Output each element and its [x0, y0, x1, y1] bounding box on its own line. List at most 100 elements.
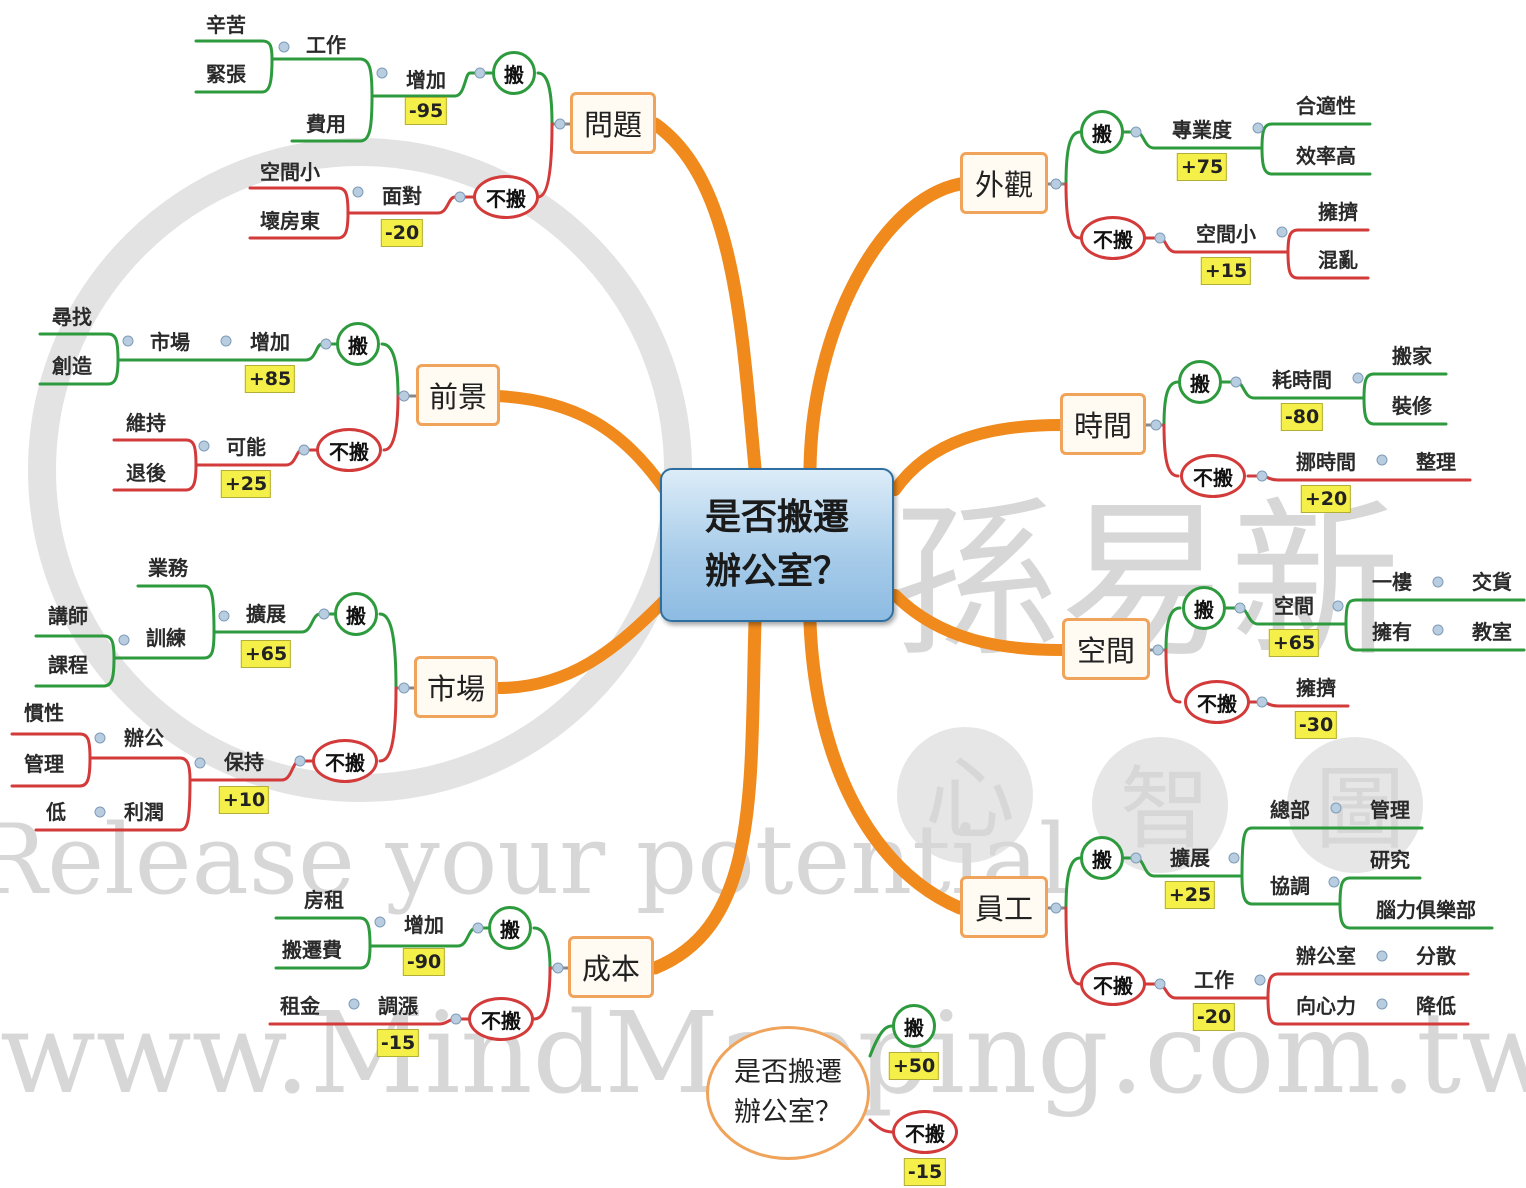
market-stay-score: +10	[218, 786, 270, 814]
connector-dot	[552, 962, 564, 974]
topic-prospect[interactable]: 前景	[416, 364, 500, 426]
market-stay-node[interactable]: 不搬	[312, 739, 378, 783]
topic-appearance[interactable]: 外觀	[960, 152, 1048, 214]
problem-leaf-3: 費用	[306, 112, 346, 136]
problem-stay-score: -20	[380, 219, 424, 247]
appearance-stay-score: +15	[1200, 257, 1252, 285]
topic-time[interactable]: 時間	[1060, 393, 1146, 455]
prospect-stay-leaf-2: 退後	[126, 461, 166, 485]
connector-dot	[398, 682, 410, 694]
topic-space[interactable]: 空間	[1062, 618, 1150, 680]
appearance-stay-node[interactable]: 不搬	[1080, 216, 1146, 260]
problem-stay-leaf-2: 壞房東	[260, 209, 320, 233]
time-leaf-1: 搬家	[1392, 344, 1432, 368]
connector-dot	[472, 922, 484, 934]
space-stay-node[interactable]: 不搬	[1184, 680, 1250, 724]
problem-stay-leaf-1: 空間小	[260, 160, 320, 184]
connector-dot	[298, 444, 310, 456]
prospect-leaf-2: 創造	[52, 354, 92, 378]
connector-dot	[348, 998, 360, 1010]
summary-lines	[868, 1024, 894, 1134]
cost-stay-leaf-1: 租金	[280, 994, 320, 1018]
topic-problem[interactable]: 問題	[570, 92, 656, 154]
connector-dot	[1276, 226, 1288, 238]
summary-node[interactable]: 是否搬遷 辦公室？	[706, 1026, 870, 1160]
space-move-score: +65	[1268, 629, 1320, 657]
summary-move-score: +50	[888, 1052, 940, 1080]
problem-move-node[interactable]: 搬	[492, 51, 536, 95]
cost-move-score: -90	[402, 948, 446, 976]
connector-dot	[454, 191, 466, 203]
topic-cost[interactable]: 成本	[568, 936, 654, 998]
connector-dot	[554, 118, 566, 130]
central-topic-line1: 是否搬遷	[704, 497, 849, 538]
connector-dot	[1050, 178, 1062, 190]
time-leaf-2: 裝修	[1392, 394, 1432, 418]
branch-problem-lines	[194, 39, 572, 240]
staff-move-sub-2: 協調	[1270, 874, 1310, 898]
problem-move-sub: 工作	[306, 33, 346, 57]
cost-move-verb: 增加	[404, 913, 444, 937]
space-move-node[interactable]: 搬	[1182, 586, 1226, 630]
problem-stay-verb: 面對	[382, 184, 422, 208]
connector-dot	[294, 755, 306, 767]
summary-move-node[interactable]: 搬	[892, 1004, 936, 1048]
connector-dot	[1152, 644, 1164, 656]
space-move-verb: 空間	[1274, 594, 1314, 618]
prospect-move-node[interactable]: 搬	[336, 322, 380, 366]
connector-dot	[1328, 876, 1340, 888]
connector-dot	[1376, 950, 1388, 962]
staff-leaf-2: 研究	[1370, 848, 1410, 872]
time-move-node[interactable]: 搬	[1178, 360, 1222, 404]
connector-dot	[398, 390, 410, 402]
connector-dot	[318, 608, 330, 620]
branch-staff-lines	[1046, 826, 1494, 1026]
market-stay-leaf-1: 慣性	[24, 701, 64, 725]
market-move-score: +65	[240, 640, 292, 668]
summary-line2: 辦公室？	[734, 1097, 842, 1128]
cost-move-node[interactable]: 搬	[488, 906, 532, 950]
appearance-move-verb: 專業度	[1172, 118, 1232, 142]
connector-dot	[94, 732, 106, 744]
space-move-sub-2: 擁有	[1372, 620, 1412, 644]
market-stay-leaf-2: 管理	[24, 752, 64, 776]
summary-stay-node[interactable]: 不搬	[892, 1110, 958, 1154]
prospect-stay-node[interactable]: 不搬	[316, 428, 382, 472]
market-leaf-3: 課程	[48, 653, 88, 677]
prospect-move-score: +85	[244, 365, 296, 393]
prospect-leaf-1: 尋找	[52, 305, 92, 329]
staff-move-node[interactable]: 搬	[1080, 836, 1124, 880]
connector-dot	[1256, 696, 1268, 708]
staff-move-score: +25	[1164, 881, 1216, 909]
problem-leaf-1: 辛苦	[206, 13, 246, 37]
connector-dot	[1252, 122, 1264, 134]
connector-dot	[1332, 600, 1344, 612]
time-stay-node[interactable]: 不搬	[1180, 454, 1246, 498]
connector-dot	[1376, 998, 1388, 1010]
problem-stay-node[interactable]: 不搬	[473, 175, 539, 219]
connector-dot	[1256, 470, 1268, 482]
connector-dot	[1330, 802, 1342, 814]
staff-leaf-1: 管理	[1370, 798, 1410, 822]
topic-market[interactable]: 市場	[414, 656, 498, 718]
main-branches	[492, 117, 1068, 975]
market-move-node[interactable]: 搬	[334, 592, 378, 636]
staff-stay-sub-2: 向心力	[1296, 994, 1356, 1018]
appearance-stay-verb: 空間小	[1196, 222, 1256, 246]
appearance-stay-leaf-1: 擁擠	[1318, 200, 1358, 224]
appearance-move-node[interactable]: 搬	[1080, 110, 1124, 154]
space-move-sub-1: 一樓	[1372, 570, 1412, 594]
market-stay-leaf-3: 低	[46, 800, 66, 824]
problem-move-verb: 增加	[406, 68, 446, 92]
market-move-verb: 擴展	[246, 602, 286, 626]
staff-move-verb: 擴展	[1170, 846, 1210, 870]
connector-dot	[1432, 624, 1444, 636]
time-stay-verb: 挪時間	[1296, 450, 1356, 474]
summary-stay-score: -15	[903, 1158, 947, 1186]
staff-stay-node[interactable]: 不搬	[1080, 962, 1146, 1006]
topic-staff[interactable]: 員工	[960, 876, 1048, 938]
central-topic[interactable]: 是否搬遷 辦公室？	[660, 468, 894, 622]
connector-dot	[1154, 232, 1166, 244]
cost-stay-node[interactable]: 不搬	[468, 997, 534, 1041]
